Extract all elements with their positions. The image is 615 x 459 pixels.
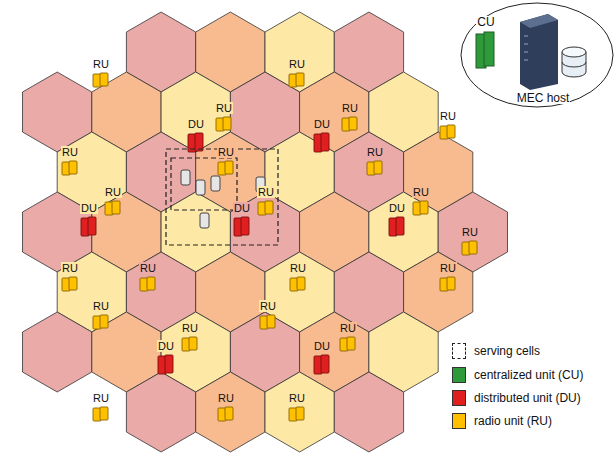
du-icon	[314, 355, 329, 374]
ru-label: RU	[461, 226, 479, 238]
ru-icon	[367, 161, 382, 175]
ru-label: RU	[259, 300, 277, 312]
ru-icon	[62, 161, 77, 175]
serving-cells-swatch	[452, 343, 466, 359]
ru-icon	[289, 73, 304, 87]
ru-icon	[218, 407, 233, 421]
server-icon	[520, 14, 558, 90]
legend-text: serving cells	[474, 344, 540, 358]
mec-host-label: MEC host	[516, 92, 571, 104]
ru-label: RU	[92, 392, 110, 404]
serving-cells-outer	[166, 149, 278, 245]
du-label: DU	[80, 202, 98, 214]
ru-label: RU	[257, 186, 275, 198]
ru-icon	[260, 315, 275, 329]
user-devices	[181, 170, 265, 228]
hex-cell	[265, 372, 334, 452]
ru-label: RU	[215, 102, 233, 114]
ru-icon	[290, 277, 305, 291]
unit-icons	[62, 73, 477, 421]
hex-cell	[196, 372, 265, 452]
du-icon	[81, 217, 96, 236]
ru-label: RU	[217, 146, 235, 158]
du-label: DU	[388, 202, 406, 214]
ru-icon	[258, 201, 273, 215]
legend-text: centralized unit (CU)	[474, 368, 583, 382]
ru-label: RU	[139, 262, 157, 274]
du-icon	[389, 217, 404, 236]
du-label: DU	[187, 118, 205, 130]
hex-cell	[334, 372, 403, 452]
database-icon	[562, 47, 586, 77]
ru-label: RU	[92, 58, 110, 70]
ru-icon	[342, 117, 357, 131]
ru-label: RU	[181, 322, 199, 334]
du-icon	[234, 217, 249, 236]
ru-icon	[105, 201, 120, 215]
du-label: DU	[313, 118, 331, 130]
ru-icon	[440, 277, 455, 291]
ru-icon	[93, 315, 108, 329]
ru-icon	[289, 407, 304, 421]
legend-swatch	[452, 367, 466, 383]
hex-cell	[126, 372, 195, 452]
ru-label: RU	[289, 262, 307, 274]
ru-icon	[462, 241, 477, 255]
ru-label: RU	[61, 262, 79, 274]
ru-label: RU	[412, 186, 430, 198]
ru-icon	[413, 201, 428, 215]
du-label: DU	[157, 340, 175, 352]
ru-icon	[93, 73, 108, 87]
ru-label: RU	[288, 392, 306, 404]
cu-label: CU	[476, 16, 495, 28]
hex-cells	[23, 12, 508, 452]
ru-label: RU	[366, 146, 384, 158]
legend-swatch	[452, 413, 466, 429]
serving-cells-inner	[171, 158, 237, 210]
legend-text: radio unit (RU)	[474, 414, 552, 428]
ru-label: RU	[439, 110, 457, 122]
ru-label: RU	[339, 322, 357, 334]
ru-label: RU	[61, 146, 79, 158]
ru-icon	[62, 277, 77, 291]
edge-site-bubble	[461, 3, 613, 107]
ru-icon	[440, 125, 455, 139]
legend-text: distributed unit (DU)	[474, 391, 581, 405]
du-label: DU	[233, 202, 251, 214]
ru-label: RU	[217, 392, 235, 404]
hex-cell	[23, 312, 92, 392]
ru-label: RU	[341, 102, 359, 114]
ru-icon	[93, 407, 108, 421]
du-icon	[158, 355, 173, 374]
du-label: DU	[313, 340, 331, 352]
legend-swatch	[452, 390, 466, 406]
ru-label: RU	[439, 262, 457, 274]
ru-icon	[340, 337, 355, 351]
ru-label: RU	[288, 58, 306, 70]
ru-icon	[140, 277, 155, 291]
cu-icon	[476, 32, 494, 68]
ru-icon	[182, 337, 197, 351]
du-icon	[314, 133, 329, 152]
ru-label: RU	[104, 186, 122, 198]
ru-label: RU	[92, 300, 110, 312]
ru-icon	[218, 161, 233, 175]
ru-icon	[216, 117, 231, 131]
